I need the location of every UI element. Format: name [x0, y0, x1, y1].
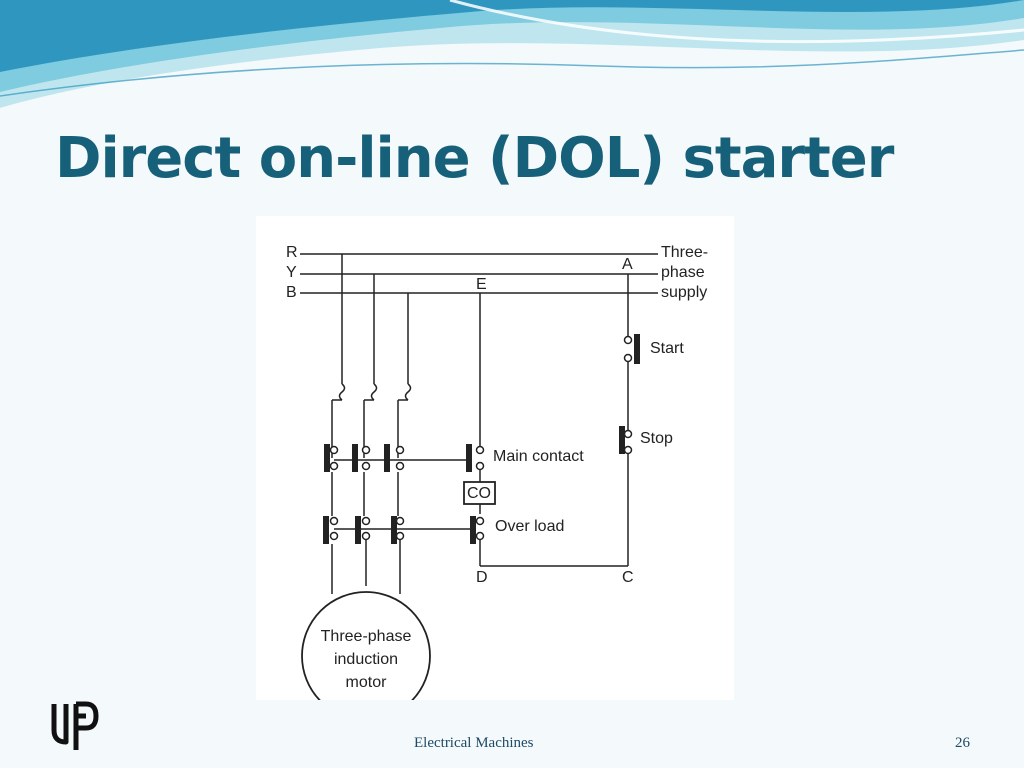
label-coil: CO	[467, 485, 491, 502]
circuit-wiring	[300, 253, 658, 700]
motor-symbol	[301, 591, 431, 700]
label-main-contact: Main contact	[493, 448, 584, 465]
label-supply-line1: Three-	[661, 244, 709, 261]
page-number: 26	[955, 735, 970, 751]
label-motor-line3: motor	[345, 674, 387, 691]
label-y: Y	[286, 264, 297, 281]
fuse-symbol	[338, 383, 346, 401]
label-node-a: A	[622, 256, 633, 273]
university-logo	[51, 701, 99, 750]
slide-title: Direct on-line (DOL) starter	[55, 126, 894, 191]
label-motor-line2: induction	[333, 651, 399, 668]
label-supply-line2: phase	[661, 264, 705, 281]
label-b: B	[286, 284, 297, 301]
fuse-symbol	[370, 383, 378, 401]
label-over-load: Over load	[495, 518, 565, 535]
header-wave-decoration	[0, 0, 1024, 108]
label-supply-line3: supply	[661, 284, 708, 301]
label-r: R	[286, 244, 298, 261]
label-start: Start	[650, 340, 684, 357]
label-node-d: D	[476, 569, 488, 586]
label-node-c: C	[622, 569, 634, 586]
label-node-e: E	[476, 276, 487, 293]
label-motor-line1: Three-phase	[320, 628, 412, 645]
fuse-symbol	[404, 383, 412, 401]
footer-text: Electrical Machines	[414, 735, 534, 751]
dol-starter-circuit-diagram: R Y B Three- phase supply A E C D Start …	[256, 216, 734, 700]
label-stop: Stop	[640, 430, 673, 447]
